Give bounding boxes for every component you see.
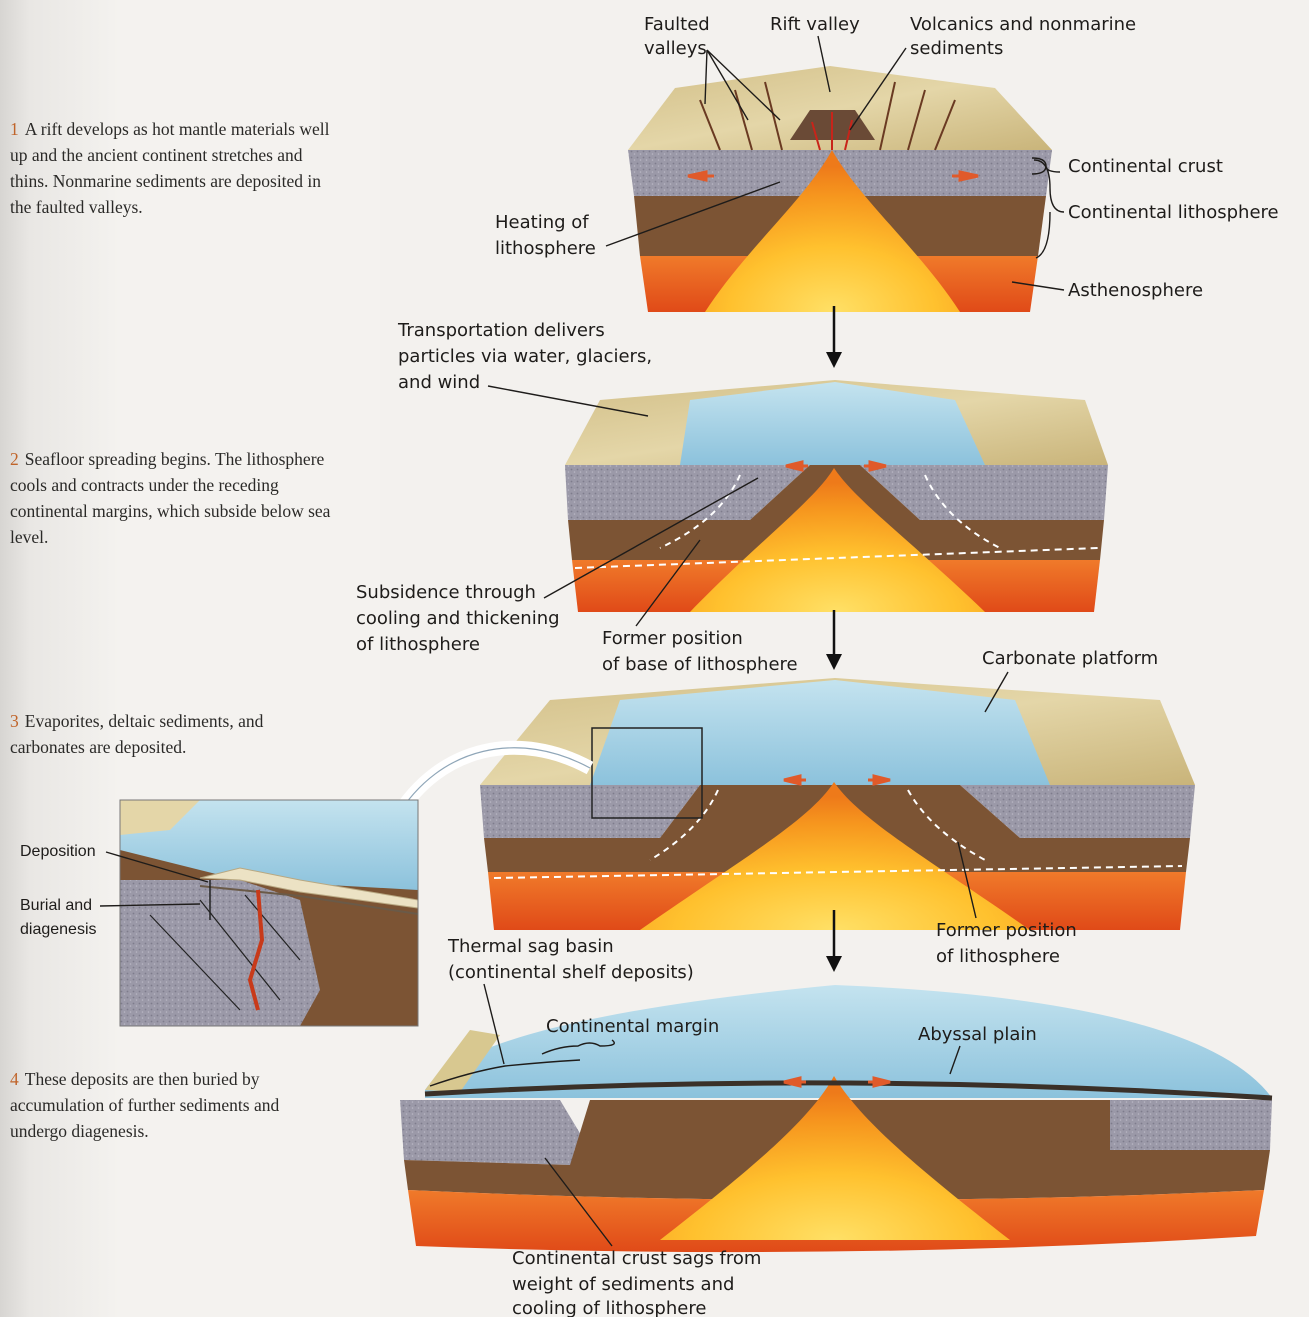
label-sags-2: weight of sediments and xyxy=(512,1274,734,1295)
label-transportation-1: Transportation delivers xyxy=(397,320,605,341)
block-4-crust-right xyxy=(1110,1100,1272,1150)
label-heating-2: lithosphere xyxy=(495,238,596,259)
label-sags-1: Continental crust sags from xyxy=(512,1248,761,1269)
label-thermal-sag-2: (continental shelf deposits) xyxy=(448,962,694,983)
label-continental-lithosphere: Continental lithosphere xyxy=(1068,202,1279,223)
label-volcanics-1: Volcanics and nonmarine xyxy=(910,14,1136,35)
label-subsidence-1: Subsidence through xyxy=(356,582,536,603)
label-former-base-2: of base of lithosphere xyxy=(602,654,798,675)
label-deposition: Deposition xyxy=(20,843,96,860)
label-carbonate-platform: Carbonate platform xyxy=(982,648,1158,669)
label-abyssal-plain: Abyssal plain xyxy=(918,1024,1037,1045)
label-sags-3: cooling of lithosphere xyxy=(512,1298,706,1317)
label-rift-valley: Rift valley xyxy=(770,14,860,35)
flow-arrow-2 xyxy=(826,610,842,670)
label-volcanics-2: sediments xyxy=(910,38,1003,59)
inset-detail xyxy=(120,800,418,1026)
block-3-deposition xyxy=(480,678,1195,930)
label-faulted-valleys-2: valleys xyxy=(644,38,707,59)
label-burial-2: diagenesis xyxy=(20,921,97,938)
label-subsidence-2: cooling and thickening xyxy=(356,608,560,629)
label-continental-margin: Continental margin xyxy=(546,1016,719,1037)
flow-arrow-1 xyxy=(826,306,842,368)
label-transportation-3: and wind xyxy=(398,372,480,393)
label-former-lith-2: of lithosphere xyxy=(936,946,1060,967)
label-former-lith-1: Former position xyxy=(936,920,1077,941)
block-2-spreading xyxy=(565,380,1108,612)
label-burial-1: Burial and xyxy=(20,897,92,914)
label-asthenosphere: Asthenosphere xyxy=(1068,280,1203,301)
label-heating-1: Heating of xyxy=(495,212,589,233)
label-continental-crust: Continental crust xyxy=(1068,156,1223,177)
label-thermal-sag-1: Thermal sag basin xyxy=(447,936,614,957)
block-4-burial xyxy=(400,985,1272,1252)
block-1-rift xyxy=(628,66,1052,312)
block-4-crust-left xyxy=(400,1100,590,1165)
label-subsidence-3: of lithosphere xyxy=(356,634,480,655)
label-transportation-2: particles via water, glaciers, xyxy=(398,346,652,367)
label-faulted-valleys-1: Faulted xyxy=(644,14,710,35)
label-former-base-1: Former position xyxy=(602,628,743,649)
